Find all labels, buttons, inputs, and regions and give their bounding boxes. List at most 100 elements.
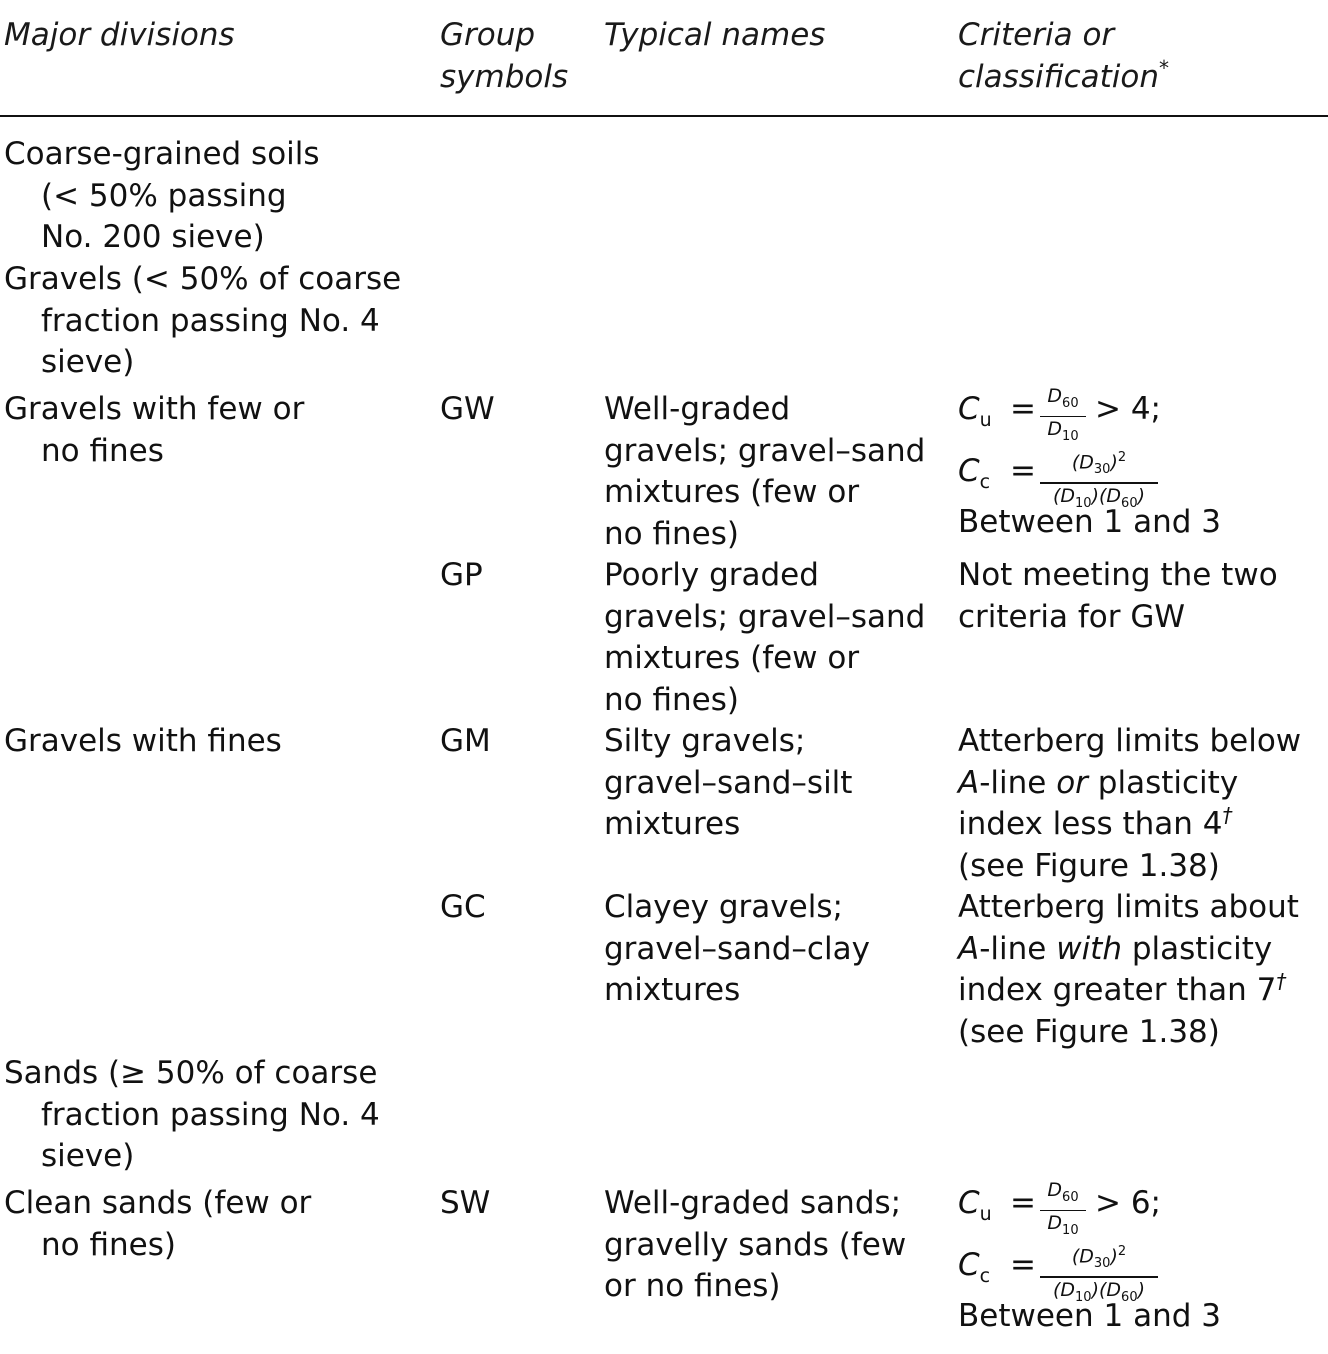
gc-with-word: with (1056, 930, 1122, 967)
gw-cc-den-d1: D (1060, 484, 1076, 507)
sw-cu-fraction-bar (1040, 1209, 1086, 1212)
header-major-divisions: Major divisions (4, 17, 235, 53)
coarse-line3: No. 200 sieve) (41, 219, 265, 255)
gravels-division: Gravels (< 50% of coarse fraction passin… (4, 259, 401, 384)
sw-between: Between 1 and 3 (958, 1298, 1221, 1334)
gp-names: Poorly graded gravels; gravel–sand mixtu… (604, 555, 925, 721)
sw-cu-sub: u (979, 1203, 992, 1225)
sw-cu-num-sub: 60 (1062, 1189, 1079, 1205)
gw-names-line2: gravels; gravel–sand (604, 432, 926, 469)
sw-cu-den-sub: 10 (1062, 1223, 1079, 1239)
gw-cu-den-d: D (1047, 418, 1063, 441)
gc-index-text: index greater than 7 (958, 972, 1277, 1008)
header-criteria-note-mark: * (1159, 56, 1170, 80)
gravels-few-fines-line2: no fines (41, 432, 164, 469)
gm-criteria: Atterberg limits below A-line or plastic… (958, 721, 1301, 887)
header-group-symbols: Group symbols (440, 14, 568, 98)
coarse-grained-soils: Coarse-grained soils (< 50% passing No. … (4, 134, 320, 259)
gc-plasticity-word: plasticity (1131, 930, 1273, 967)
sw-names-line2: gravelly sands (few (604, 1226, 907, 1263)
gw-cu-formula: Cu = D60 D10 > 4; (958, 385, 1318, 444)
gw-names: Well-graded gravels; gravel–sand mixture… (604, 389, 925, 555)
sw-names: Well-graded sands; gravelly sands (few o… (604, 1183, 906, 1308)
sw-cc-den-sub2: 60 (1121, 1289, 1138, 1305)
sw-cc-symbol: C (958, 1247, 980, 1283)
sw-cu-value: > 6; (1095, 1185, 1161, 1221)
sw-cu-num-d: D (1047, 1179, 1063, 1201)
gm-names-line2: gravel–sand–silt (604, 764, 853, 801)
coarse-line2: (< 50% passing (41, 177, 287, 214)
sw-cc-den-sub1: 10 (1075, 1289, 1092, 1305)
gw-cu-sub: u (979, 409, 992, 431)
gravels-line1: Gravels (< 50% of coarse (4, 261, 402, 297)
sw-cu-equals: = (1010, 1185, 1036, 1221)
gravels-few-fines: Gravels with few or no fines (4, 389, 304, 472)
gw-cc-sub: c (979, 471, 991, 493)
sw-cu-den-d: D (1047, 1212, 1063, 1235)
gm-names: Silty gravels; gravel–sand–silt mixtures (604, 721, 852, 846)
sands-line1: Sands (≥ 50% of coarse (4, 1055, 378, 1091)
gw-between: Between 1 and 3 (958, 504, 1221, 540)
gw-cc-den-d2: D (1106, 484, 1122, 507)
gw-cu-fraction: D60 D10 (1040, 385, 1086, 448)
sw-names-line1: Well-graded sands; (604, 1185, 902, 1221)
sw-cc-num-sq: 2 (1117, 1244, 1127, 1259)
gravels-line2: fraction passing No. 4 (41, 302, 380, 339)
sands-line2: fraction passing No. 4 (41, 1096, 380, 1133)
sw-cc-sub: c (979, 1265, 991, 1287)
gw-symbol: GW (440, 391, 495, 427)
sands-line3: sieve) (41, 1138, 135, 1174)
gw-cc-equals: = (1010, 453, 1036, 489)
sw-cc-equals: = (1010, 1247, 1036, 1283)
gm-a-letter: A (958, 764, 980, 801)
header-criteria: Criteria or classification* (958, 14, 1328, 98)
gw-cc-num-sq: 2 (1117, 450, 1127, 465)
sw-cc-den-d1: D (1060, 1278, 1076, 1301)
gm-criteria-line3: index less than 4† (958, 804, 1301, 846)
header-rule (0, 115, 1328, 117)
gw-cu-symbol: C (958, 391, 980, 427)
gw-names-line1: Well-graded (604, 391, 791, 427)
gm-plasticity-word: plasticity (1097, 764, 1239, 801)
sw-cu-fraction: D60 D10 (1040, 1179, 1086, 1242)
gm-line-word: -line (979, 764, 1047, 801)
gravels-with-fines: Gravels with fines (4, 723, 282, 759)
gw-cc-fraction-bar (1040, 482, 1158, 484)
gc-names: Clayey gravels; gravel–sand–clay mixture… (604, 887, 870, 1012)
gp-criteria-line2: criteria for GW (958, 598, 1185, 635)
gw-names-line3: mixtures (few or (604, 474, 860, 510)
gm-names-line3: mixtures (604, 806, 741, 842)
coarse-line1: Coarse-grained soils (4, 136, 320, 172)
gp-names-line1: Poorly graded (604, 557, 819, 593)
gp-criteria: Not meeting the two criteria for GW (958, 555, 1278, 638)
gm-criteria-line2: A-line or plasticity (958, 763, 1301, 805)
gravels-line3: sieve) (41, 344, 135, 380)
gravels-few-fines-line1: Gravels with few or (4, 391, 305, 427)
gc-criteria: Atterberg limits about A-line with plast… (958, 887, 1299, 1053)
gm-names-line1: Silty gravels; (604, 723, 806, 759)
clean-sands: Clean sands (few or no fines) (4, 1183, 311, 1266)
gw-names-line4: no fines) (604, 515, 739, 552)
header-group-symbols-line2: symbols (440, 59, 569, 95)
gw-cu-equals: = (1010, 391, 1036, 427)
gc-criteria-line1: Atterberg limits about (958, 889, 1299, 925)
gm-criteria-line4: (see Figure 1.38) (958, 847, 1220, 884)
sw-cc-fraction: (D30)2 (D10)(D60) (1040, 1241, 1158, 1308)
sw-cu-symbol: C (958, 1185, 980, 1221)
header-criteria-text: Criteria or classification (958, 17, 1160, 95)
gc-names-line1: Clayey gravels; (604, 889, 843, 925)
gw-cc-num-sub: 30 (1093, 462, 1111, 478)
gc-criteria-line3: index greater than 7† (958, 970, 1299, 1012)
gp-names-line2: gravels; gravel–sand (604, 598, 926, 635)
gw-cu-num-sub: 60 (1062, 395, 1079, 411)
gc-dagger: † (1276, 969, 1287, 993)
sw-names-line3: or no fines) (604, 1268, 781, 1304)
gw-cu-den-sub: 10 (1062, 429, 1079, 445)
gm-dagger: † (1222, 803, 1233, 827)
gc-criteria-line2: A-line with plasticity (958, 929, 1299, 971)
header-typical-names: Typical names (604, 17, 826, 53)
gw-cu-fraction-bar (1040, 415, 1086, 418)
sw-cc-den-d2: D (1106, 1278, 1122, 1301)
gp-symbol: GP (440, 557, 483, 593)
gw-cc-num-d: D (1079, 451, 1094, 474)
